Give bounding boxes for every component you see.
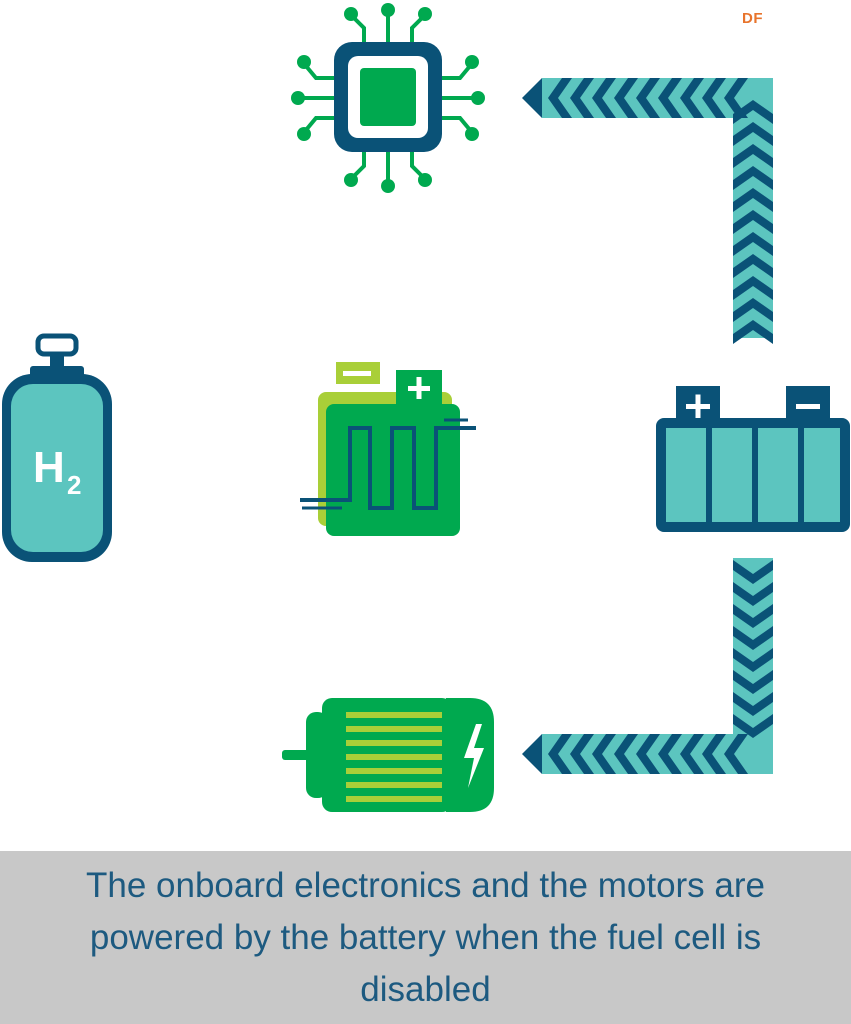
chevron-left [548, 78, 572, 118]
power-flow-diagram: H 2 [2, 3, 850, 812]
chevron-left [570, 78, 594, 118]
chevron-up [733, 210, 773, 234]
chevron-left [658, 78, 682, 118]
chevron-left [680, 734, 704, 774]
chevron-down [733, 560, 773, 584]
chevron-left [680, 78, 704, 118]
chevron-left [636, 78, 660, 118]
chevron-left [548, 734, 572, 774]
tank-label: H [33, 443, 65, 492]
chevron-left [724, 78, 748, 118]
chevron-left [614, 78, 638, 118]
hydrogen-tank-icon: H 2 [2, 333, 112, 562]
chevron-up [733, 122, 773, 146]
chevron-up [733, 254, 773, 278]
chevron-up [733, 276, 773, 300]
upward-chevrons [733, 100, 773, 344]
caption-bar: The onboard electronics and the motors a… [0, 851, 851, 1024]
chevron-down [733, 582, 773, 606]
leftward-chevrons-top [548, 78, 748, 118]
chevron-down [733, 604, 773, 628]
chevron-left [614, 734, 638, 774]
chevron-up [733, 320, 773, 344]
chevron-left [592, 734, 616, 774]
battery-plus-v [695, 394, 701, 419]
microchip-icon [291, 3, 485, 193]
battery-minus [796, 404, 820, 409]
downward-chevrons [733, 560, 773, 738]
chevron-up [733, 166, 773, 190]
chevron-up [733, 144, 773, 168]
chevron-left [724, 734, 748, 774]
leftward-chevrons-bottom [548, 734, 748, 774]
battery-icon [656, 386, 850, 532]
chevron-up [733, 188, 773, 212]
chevron-down [733, 648, 773, 672]
caption-text: The onboard electronics and the motors a… [86, 865, 765, 1009]
chevron-left [702, 734, 726, 774]
lightning-bolt-icon [464, 724, 484, 788]
brand-logo: DF [742, 10, 763, 27]
chevron-down [733, 692, 773, 716]
chevron-left [592, 78, 616, 118]
arrow-battery-to-electronics [522, 78, 773, 344]
chevron-left [702, 78, 726, 118]
arrow-head-left-bottom [522, 734, 542, 774]
chevron-down [733, 626, 773, 650]
chevron-up [733, 298, 773, 322]
chevron-down [733, 670, 773, 694]
chevron-down [733, 714, 773, 738]
tank-label-subscript: 2 [67, 470, 81, 500]
arrow-battery-to-motor [522, 558, 773, 774]
chevron-left [570, 734, 594, 774]
chevron-left [636, 734, 660, 774]
arrow-head-left-top [522, 78, 542, 118]
electric-motor-icon [282, 698, 494, 812]
fuel-cell-icon [300, 362, 476, 536]
chevron-left [658, 734, 682, 774]
chevron-up [733, 232, 773, 256]
